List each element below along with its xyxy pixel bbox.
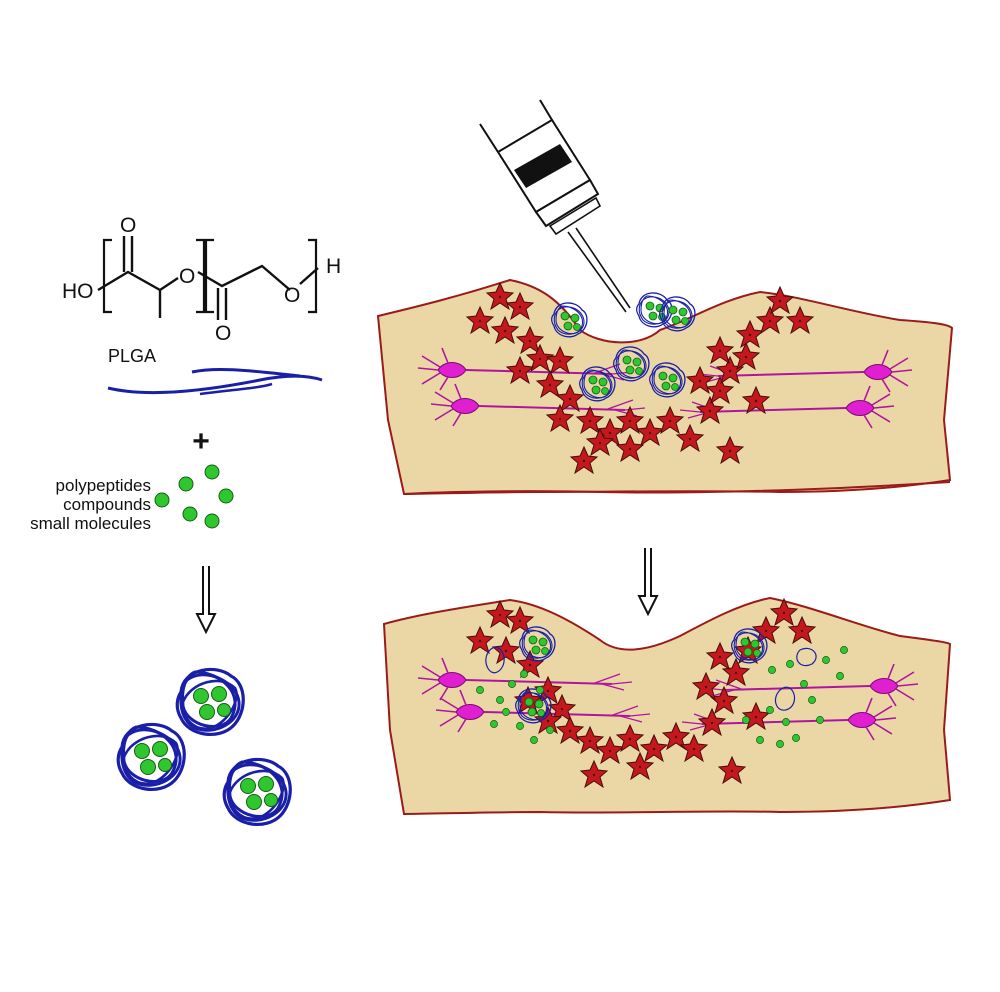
ho-label: HO [62,280,94,303]
plga-label: PLGA [108,346,156,366]
syringe-icon [479,99,631,313]
nanoparticles-releasing [485,626,817,724]
nanoparticle-icon [175,667,245,737]
ester-o-label: O [179,265,195,288]
polymer-strand-icon [107,367,323,396]
down-arrow-icon [196,565,216,633]
carbonyl-o-label: O [120,214,136,237]
cargo-label-compounds: compounds [63,495,151,514]
nanoparticle-icon [222,757,292,827]
end-o-label: O [284,284,300,307]
cargo-label-small-molecules: small molecules [30,514,151,533]
plus-sign: + [192,425,210,458]
tissue-after [382,596,952,816]
nanoparticle-icon [116,722,186,792]
down-arrow-icon [638,547,658,615]
plga-structure: HO O O O O H [62,214,341,345]
released-cargo [476,646,848,748]
cargo-molecules-icon [154,464,234,529]
carbonyl-o2-label: O [215,322,231,345]
cargo-label-polypeptides: polypeptides [56,476,151,495]
h-label: H [326,255,341,278]
nanoparticles-group [116,667,292,827]
